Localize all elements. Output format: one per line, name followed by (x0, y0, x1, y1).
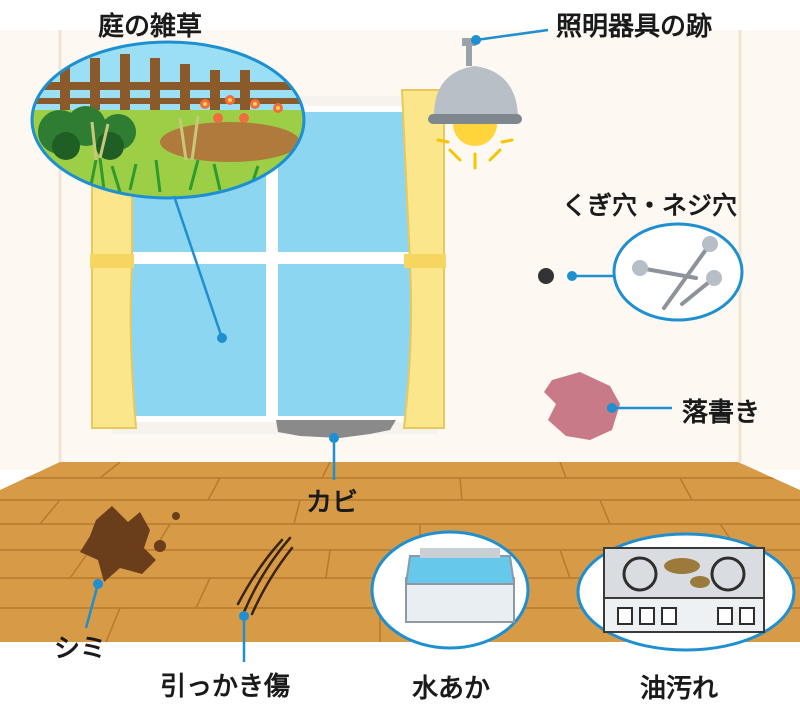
floor-stain (80, 506, 180, 582)
stove-bubble (576, 532, 796, 652)
bathtub-bubble (370, 530, 530, 650)
nail-holes-bubble (612, 222, 744, 322)
leader-lines (84, 28, 672, 662)
garden-weeds-bubble (30, 40, 306, 200)
label-oil-stain: 油汚れ (640, 674, 719, 704)
floor-scratch (236, 536, 294, 616)
label-weeds: 庭の雑草 (98, 12, 203, 42)
graffiti-scribble (544, 372, 620, 440)
curtains (90, 89, 446, 429)
label-water-scale: 水あか (412, 674, 491, 704)
label-scratch: 引っかき傷 (160, 672, 291, 702)
label-mold: カビ (306, 488, 359, 518)
label-graffiti: 落書き (682, 398, 761, 428)
label-stain: シミ (54, 634, 107, 664)
ceiling-light (428, 38, 522, 170)
label-nail-holes: くぎ穴・ネジ穴 (562, 191, 738, 220)
nail-hole-dot (538, 268, 554, 284)
label-light-mark: 照明器具の跡 (556, 12, 713, 42)
mold-patch (276, 420, 396, 438)
